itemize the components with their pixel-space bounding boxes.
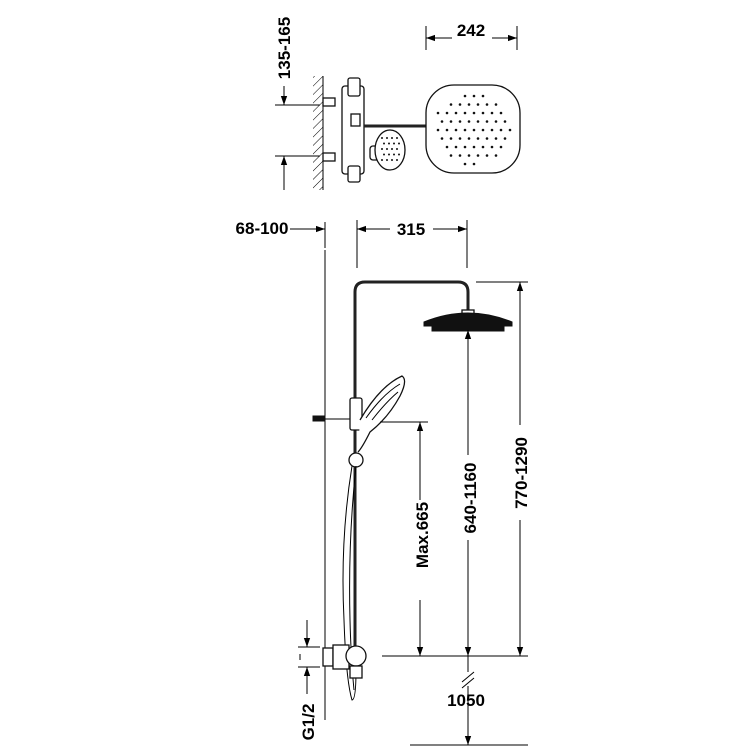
dim-head-height: 640-1160 [461, 330, 480, 656]
dim-wall-distance-label: 68-100 [236, 219, 289, 238]
side-hand-shower [357, 375, 406, 453]
dim-wall-distance: 68-100 [236, 219, 326, 248]
top-mixer-knob-upper [347, 77, 361, 97]
top-mixer-body [341, 85, 365, 175]
side-wall-bracket [312, 397, 363, 431]
dim-total-height: 770-1290 [476, 281, 531, 656]
top-inlet-lower [322, 152, 336, 162]
dim-top-width-label: 242 [457, 21, 485, 40]
side-head-shower [423, 309, 513, 332]
side-view: 68-100 315 [236, 219, 531, 746]
dim-top-wall-offset: 135-165 [275, 17, 320, 190]
shower-column [353, 280, 470, 656]
dim-top-width: 242 [425, 21, 518, 50]
dim-connection: G1/2 [298, 620, 320, 740]
dim-top-wall-offset-label: 135-165 [275, 17, 294, 79]
top-inlet-upper [322, 97, 336, 107]
top-view: 242 135-165 [275, 17, 521, 190]
top-mixer-center [350, 113, 361, 127]
dim-floor-height: 1050 [447, 656, 485, 745]
wall-hatch-top [313, 76, 323, 190]
top-hand-shower [369, 129, 406, 171]
top-head-shower [425, 84, 521, 174]
dim-total-height-label: 770-1290 [512, 437, 531, 509]
dim-connection-label: G1/2 [299, 704, 318, 741]
dim-arm-reach: 315 [356, 220, 468, 268]
dim-head-height-label: 640-1160 [461, 463, 480, 534]
dim-floor-height-label: 1050 [447, 691, 485, 710]
side-mixer [322, 644, 367, 679]
dim-handshower-max-label: Max.665 [413, 502, 432, 568]
dim-arm-reach-label: 315 [397, 220, 425, 239]
top-mixer-knob-lower [347, 165, 361, 183]
side-hose-holder [348, 452, 364, 468]
dim-handshower-max: Max.665 [380, 421, 432, 656]
